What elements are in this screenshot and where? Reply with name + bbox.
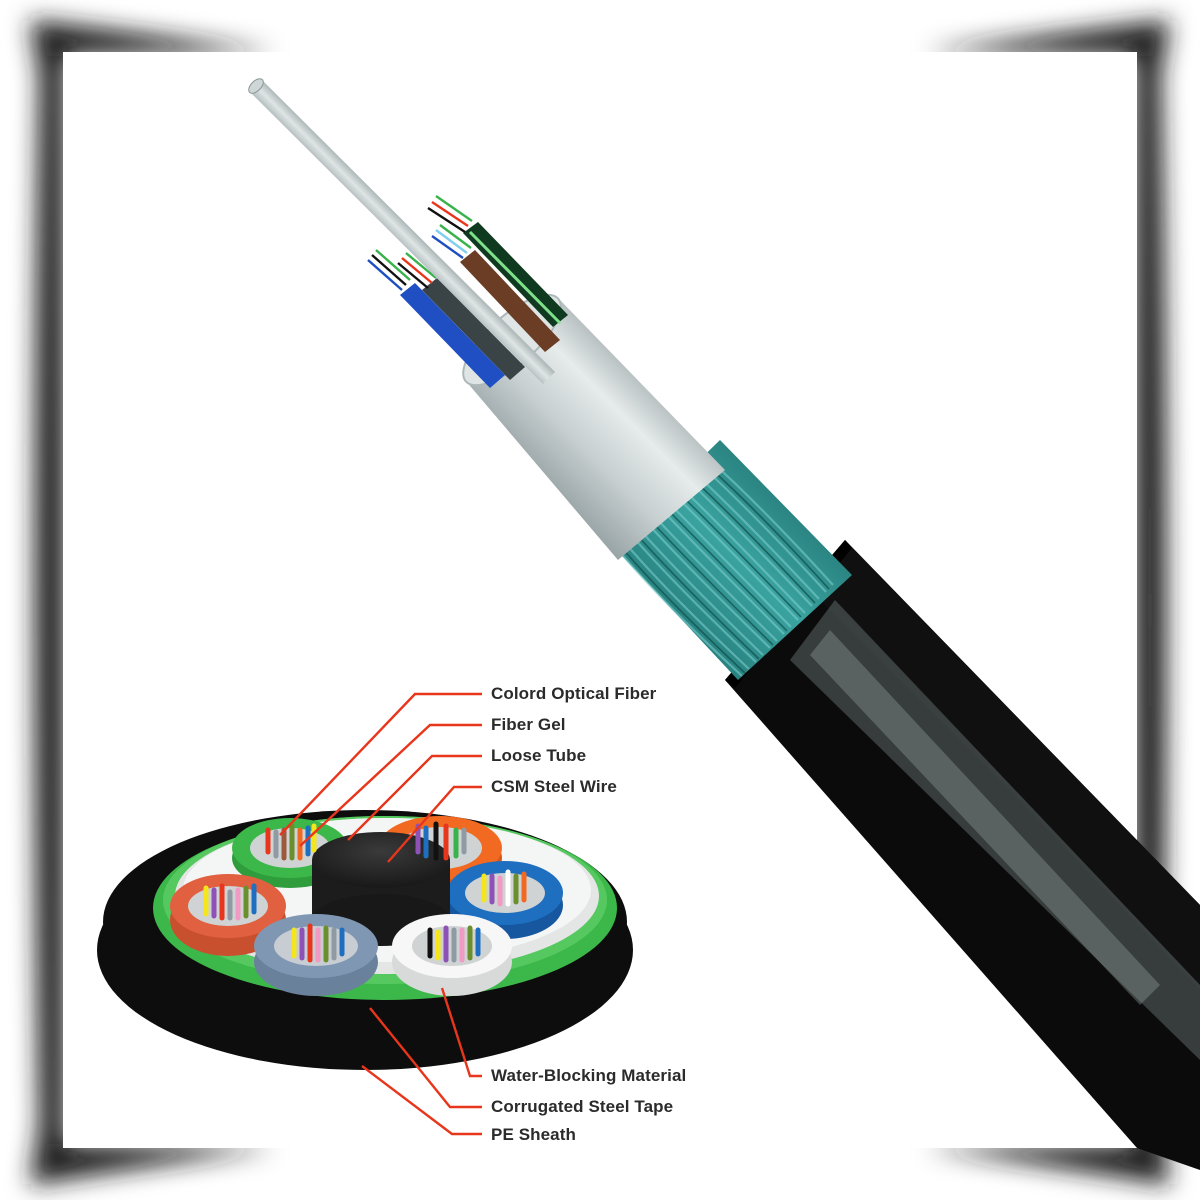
cable-cutaway: [248, 78, 1200, 1170]
cable-cross-section: [97, 810, 633, 1070]
loose-tubes-emerging: [367, 195, 568, 388]
colored-fibers: [203, 821, 527, 963]
label-loose-tube: Loose Tube: [491, 746, 587, 765]
label-corrugated-steel-tape: Corrugated Steel Tape: [491, 1097, 674, 1116]
leader-lines: [279, 692, 482, 1136]
central-member: [248, 78, 555, 384]
outer-jacket: [725, 540, 1200, 1170]
label-csm-steel-wire: CSM Steel Wire: [491, 777, 617, 796]
label-colored-optical-fiber: Colord Optical Fiber: [491, 684, 657, 703]
label-pe-sheath: PE Sheath: [491, 1125, 576, 1144]
label-fiber-gel: Fiber Gel: [491, 715, 566, 734]
label-water-blocking-material: Water-Blocking Material: [491, 1066, 687, 1085]
